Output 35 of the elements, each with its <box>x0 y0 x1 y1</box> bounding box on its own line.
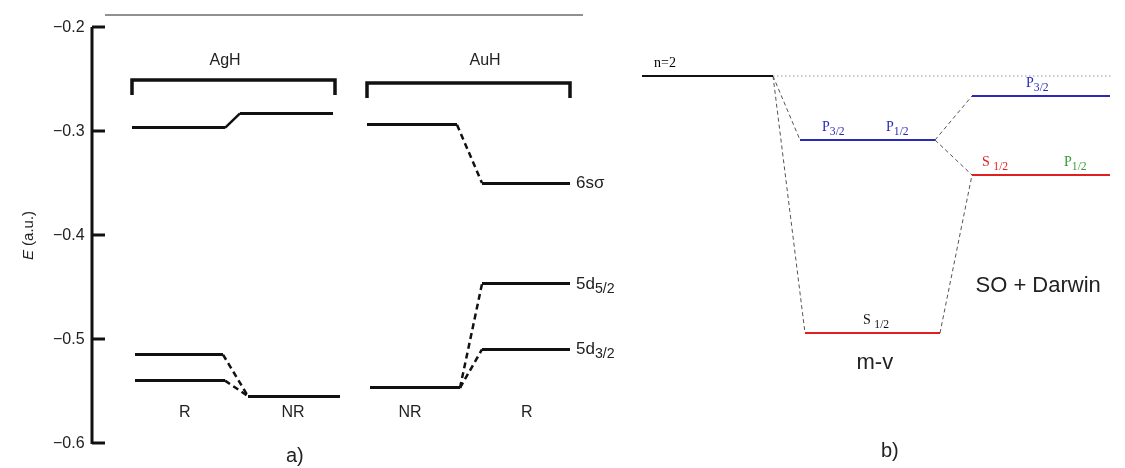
annotation: SO + Darwin <box>975 274 1101 296</box>
axis-title: E (a.u.) <box>19 210 35 260</box>
level-label: S $_{1/2}$ <box>863 313 890 331</box>
column-label: m-v <box>856 351 894 373</box>
tick-label: −0.5 <box>53 331 85 347</box>
panel-label: b) <box>881 440 899 460</box>
tick-label: −0.2 <box>53 19 85 35</box>
level-label: 5d$_{3/2}$ <box>576 340 615 361</box>
column-label: NR <box>398 404 422 420</box>
connector-line <box>772 75 801 141</box>
tick-label: −0.6 <box>53 435 85 451</box>
panel-label: a) <box>286 445 304 465</box>
level-label: n=2 <box>654 56 676 70</box>
level-label: P$_{1/2}$ <box>1064 155 1087 173</box>
level-label: P$_{3/2}$ <box>1026 76 1049 94</box>
level-label: 5d$_{5/2}$ <box>576 274 615 296</box>
level-label: 6sσ <box>576 174 605 191</box>
group-title: AgH <box>209 52 241 68</box>
level-label: S $_{1/2}$ <box>982 155 1009 173</box>
tick-label: −0.4 <box>53 227 85 243</box>
tick-label: −0.3 <box>53 123 85 139</box>
level-label: P$_{3/2}$ <box>822 120 845 138</box>
column-label: R <box>521 404 533 420</box>
column-label: NR <box>281 404 305 420</box>
connector-line <box>458 348 484 389</box>
level-label: P$_{1/2}$ <box>886 120 909 138</box>
connector-line <box>221 353 250 397</box>
column-label: R <box>179 404 191 420</box>
connector-line <box>934 95 973 141</box>
connector-line <box>458 283 484 389</box>
connector-line <box>224 112 241 129</box>
connector-line <box>224 379 249 398</box>
group-title: AuH <box>469 52 501 68</box>
connector-line <box>455 124 484 184</box>
connector-line <box>934 139 973 176</box>
